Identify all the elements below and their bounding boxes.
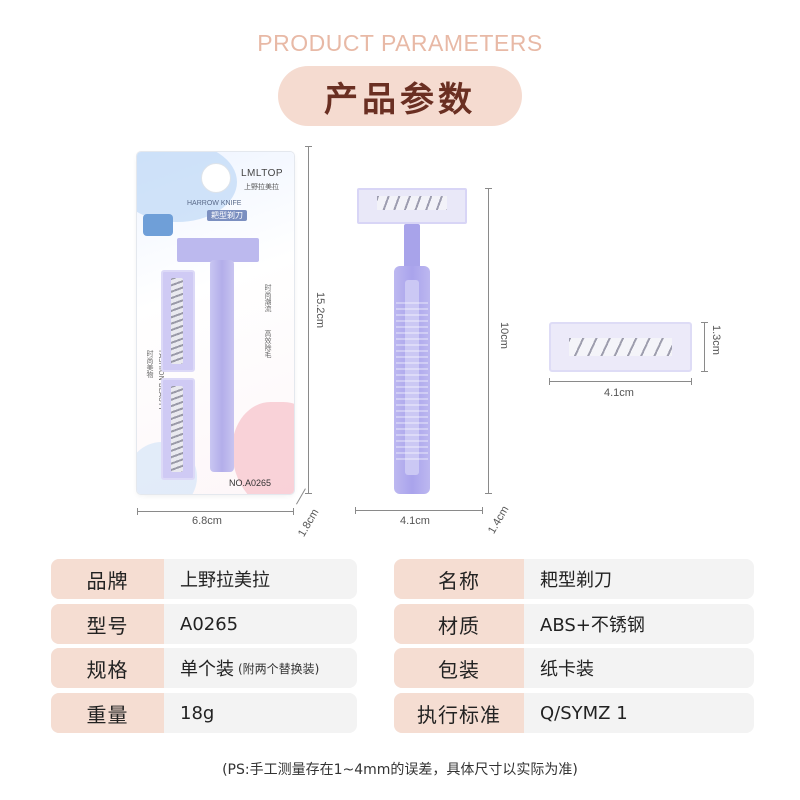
param-row-spec: 规格 单个装 (附两个替换装) [51, 648, 357, 688]
dim-line [549, 381, 692, 382]
cartridge-image [549, 322, 692, 372]
param-key: 名称 [394, 559, 524, 599]
spare-cartridge-image [161, 270, 195, 372]
spare-cartridge-image [161, 378, 195, 480]
title-pill: 产品参数 [278, 66, 522, 126]
param-value-main: 单个装 [180, 659, 234, 680]
param-row-brand: 品牌 上野拉美拉 [51, 559, 357, 599]
title-chinese: 产品参数 [324, 79, 476, 120]
card-model-no: NO.A0265 [229, 478, 272, 488]
dim-cartridge-height: 1.3cm [710, 325, 722, 355]
card-product-en: HARROW KNIFE [187, 200, 242, 207]
dim-tick [701, 322, 708, 323]
dim-tick [485, 493, 492, 494]
param-value: ABS+不锈钢 [540, 615, 645, 636]
dim-cartridge-width: 4.1cm [604, 387, 634, 399]
razor-head-image [357, 188, 467, 224]
package-card-image: LMLTOP 上野拉美拉 HARROW KNIFE 耙型剃刀 时尚美物 FASH… [137, 152, 294, 494]
param-value: Q/SYMZ 1 [540, 702, 628, 724]
card-product-cn: 耙型剃刀 [207, 210, 247, 221]
param-value: 上野拉美拉 [180, 570, 270, 591]
param-value: 18g [180, 702, 215, 724]
param-row-packaging: 包装 纸卡装 [394, 648, 754, 688]
card-side-text: 时尚潮流 [264, 284, 272, 312]
dim-card-height: 15.2cm [314, 292, 326, 329]
dim-line [704, 322, 705, 372]
param-value: 单个装 (附两个替换装) [164, 648, 357, 688]
dim-razor-depth: 1.4cm [486, 504, 512, 536]
dim-tick [305, 146, 312, 147]
razor-grip-image [396, 300, 428, 460]
razor-head-image [177, 238, 259, 262]
param-key: 品牌 [51, 559, 164, 599]
footnote: (PS:手工测量存在1~4mm的误差，具体尺寸以实际为准) [222, 762, 578, 778]
param-key: 规格 [51, 648, 164, 688]
param-row-standard: 执行标准 Q/SYMZ 1 [394, 693, 754, 733]
dim-tick [293, 508, 294, 515]
param-key: 材质 [394, 604, 524, 644]
decor-blob [232, 402, 294, 494]
dim-tick [137, 508, 138, 515]
dim-line [137, 511, 294, 512]
razor-slot-image [405, 280, 419, 475]
dim-tick [549, 378, 550, 385]
hang-hole [201, 163, 231, 193]
dim-razor-height: 10cm [498, 322, 510, 349]
param-key: 执行标准 [394, 693, 524, 733]
param-row-weight: 重量 18g [51, 693, 357, 733]
dim-razor-width: 4.1cm [400, 515, 430, 527]
param-value: 耙型剃刀 [540, 570, 612, 591]
razor-neck-image [404, 224, 420, 269]
param-key: 型号 [51, 604, 164, 644]
razor-badge-icon [143, 214, 173, 236]
dim-card-width: 6.8cm [192, 515, 222, 527]
param-row-material: 材质 ABS+不锈钢 [394, 604, 754, 644]
dim-tick [355, 507, 356, 514]
title-english: PRODUCT PARAMETERS [257, 30, 543, 56]
dim-line [296, 488, 306, 505]
dim-tick [691, 378, 692, 385]
param-value: A0265 [180, 613, 239, 635]
dim-tick [482, 507, 483, 514]
dim-line [308, 146, 309, 494]
param-value-note: (附两个替换装) [238, 661, 320, 676]
param-row-name: 名称 耙型剃刀 [394, 559, 754, 599]
param-row-model: 型号 A0265 [51, 604, 357, 644]
card-brand: LMLTOP [241, 168, 284, 179]
dim-tick [701, 371, 708, 372]
dim-tick [485, 188, 492, 189]
dim-card-depth: 1.8cm [296, 507, 322, 539]
card-side-text: 高效除毛 [264, 330, 272, 358]
dim-tick [305, 493, 312, 494]
dim-line [488, 188, 489, 494]
param-value: 纸卡装 [540, 659, 594, 680]
card-side-text: 时尚美物 [146, 350, 154, 378]
dim-line [355, 510, 483, 511]
razor-handle-image [210, 260, 234, 472]
param-key: 包装 [394, 648, 524, 688]
card-brand-cn: 上野拉美拉 [244, 183, 279, 191]
param-key: 重量 [51, 693, 164, 733]
